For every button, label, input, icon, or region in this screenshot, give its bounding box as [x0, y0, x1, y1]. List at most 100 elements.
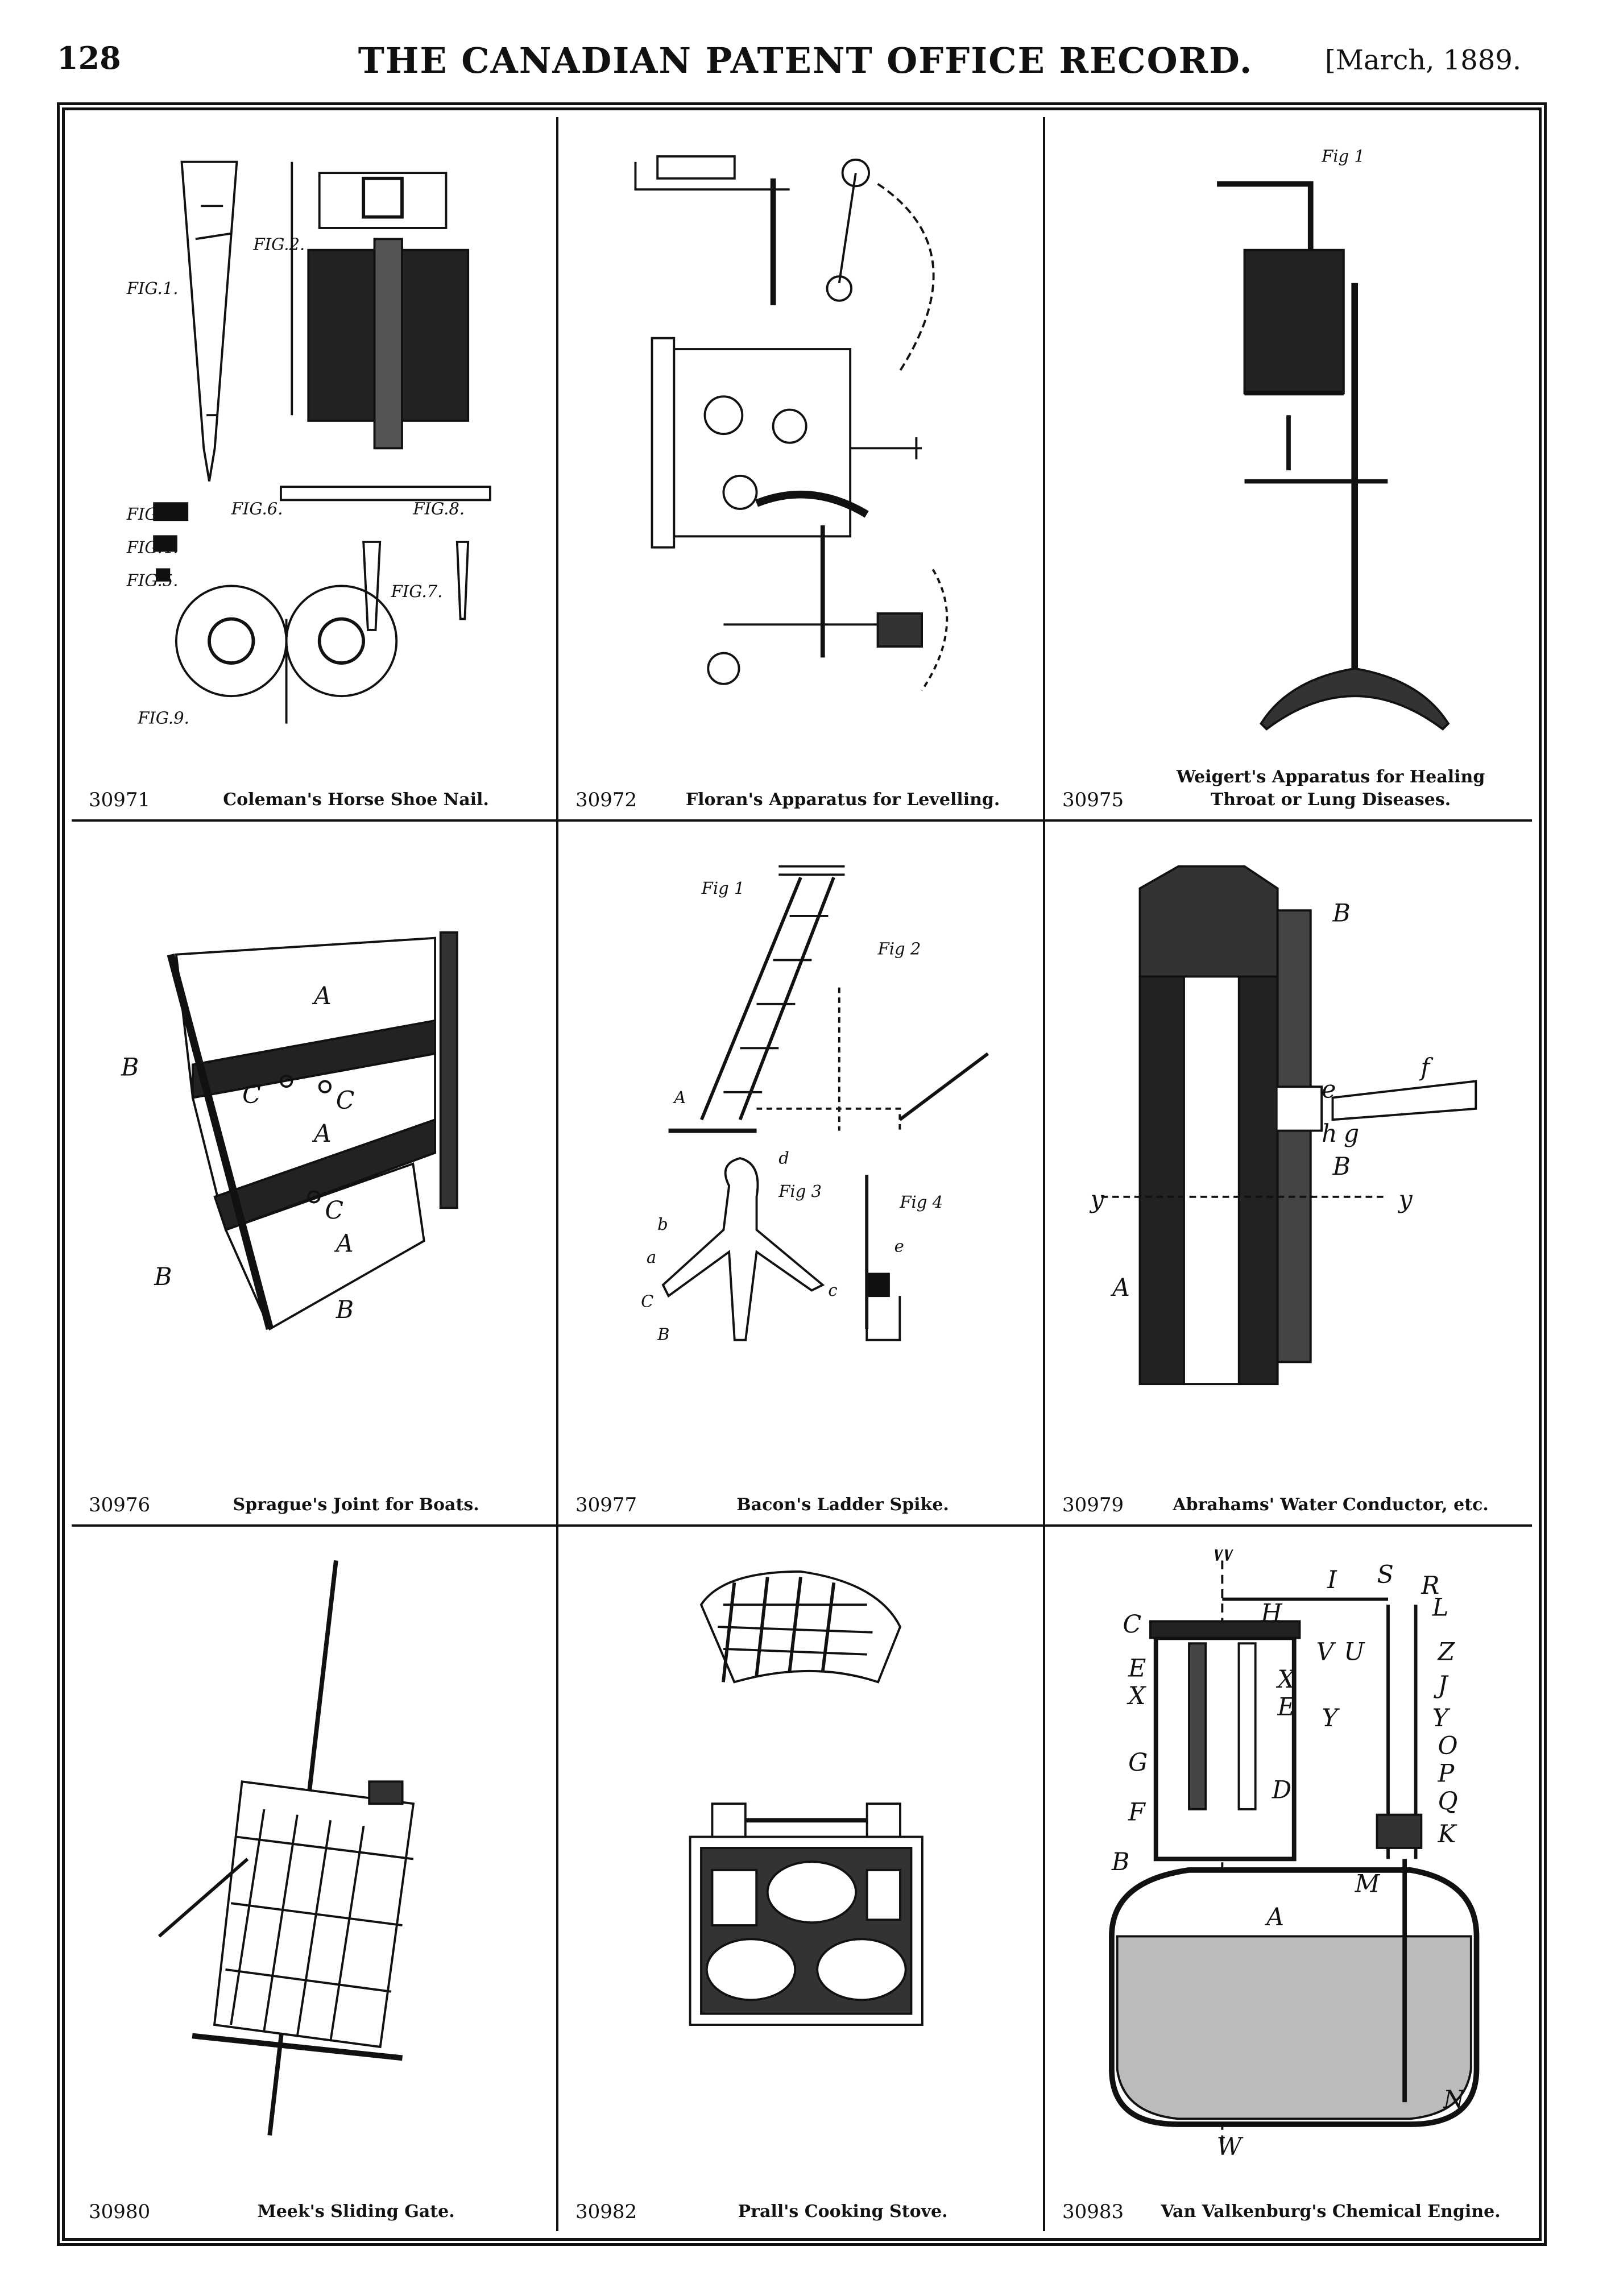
publication-title: THE CANADIAN PATENT OFFICE RECORD.	[358, 40, 1253, 81]
patent-cell: B B A f e h g y y 30979 Abrahams' Water …	[1045, 822, 1532, 1527]
fig-label: FIG.6.	[231, 499, 283, 519]
cooking-stove-drawing	[581, 1549, 1020, 2157]
fig-label: B	[657, 1325, 669, 1344]
fig-label: Fig 2	[877, 939, 921, 959]
fig-label: C	[641, 1292, 653, 1311]
fig-label: e	[894, 1237, 904, 1256]
patent-caption: 30983 Van Valkenburg's Chemical Engine.	[1062, 2161, 1515, 2223]
patent-cell: A A A B B B C C C 30976 Sprague's Joint …	[72, 822, 558, 1527]
fig-label: Fig 3	[778, 1182, 822, 1201]
fig-label: B	[1332, 900, 1350, 928]
fig-label: A	[1110, 1274, 1130, 1302]
fig-label: X	[1276, 1665, 1296, 1694]
patent-number: 30979	[1062, 1493, 1124, 1516]
patent-caption: 30971 Coleman's Horse Shoe Nail.	[89, 749, 539, 811]
chemical-engine-drawing: W W S R L H I C E E X X G F D	[1068, 1549, 1509, 2157]
fig-label: A	[312, 1120, 332, 1148]
fig-label: h	[1322, 1120, 1337, 1148]
fig-label: c	[828, 1280, 837, 1300]
fig-label: W	[1217, 2132, 1244, 2157]
fig-label: b	[657, 1215, 668, 1234]
fig-label: V	[1316, 1638, 1336, 1666]
fig-label: E	[1277, 1693, 1295, 1721]
fig-label: G	[1128, 1748, 1148, 1777]
fig-label: K	[1437, 1820, 1457, 1849]
horse-shoe-nail-drawing: FIG.1. FIG.2. FIG.3. FIG.4. FIG.5. FIG.6…	[94, 140, 533, 745]
patent-cell: W W S R L H I C E E X X G F D	[1045, 1527, 1532, 2231]
fig-label: FIG.5.	[126, 570, 179, 590]
patent-number: 30977	[575, 1493, 637, 1516]
fig-label: FIG.1.	[126, 279, 179, 298]
sliding-gate-drawing	[94, 1549, 533, 2157]
fig-label: C	[325, 1197, 343, 1225]
patent-cell: Fig 1 Fig 2 Fig 3 Fig 4 A B C a b c d e	[558, 822, 1045, 1527]
patent-cell: 30982 Prall's Cooking Stove.	[558, 1526, 1045, 2231]
patent-cell: 30980 Meek's Sliding Gate.	[72, 1526, 558, 2231]
fig-label: H	[1260, 1599, 1282, 1627]
fig-label: a	[647, 1248, 656, 1267]
patent-title: Meek's Sliding Gate.	[257, 2202, 455, 2222]
fig-label: L	[1432, 1593, 1448, 1622]
fig-label: f	[1419, 1054, 1434, 1082]
patent-caption: 30972 Floran's Apparatus for Levelling.	[575, 749, 1026, 811]
patent-caption: 30979 Abrahams' Water Conductor, etc.	[1062, 1454, 1515, 1516]
patent-caption: 30976 Sprague's Joint for Boats.	[89, 1454, 539, 1516]
fig-label: W	[1211, 1549, 1238, 1566]
patent-caption: 30982 Prall's Cooking Stove.	[575, 2161, 1026, 2223]
fig-label: C	[336, 1087, 355, 1115]
patent-cell: Fig 1 30975 Weigert's Apparatus for Heal…	[1045, 117, 1532, 822]
fig-label: I	[1327, 1566, 1337, 1594]
patent-number: 30983	[1062, 2200, 1124, 2223]
fig-label: D	[1272, 1776, 1291, 1804]
page-number: 128	[57, 40, 121, 76]
patent-number: 30976	[89, 1493, 151, 1516]
fig-label: y	[1398, 1186, 1413, 1215]
fig-label: B	[154, 1263, 172, 1291]
fig-label: d	[778, 1149, 789, 1168]
fig-label: B	[336, 1296, 354, 1324]
patent-grid: FIG.1. FIG.2. FIG.3. FIG.4. FIG.5. FIG.6…	[72, 117, 1532, 2231]
fig-label: y	[1089, 1186, 1104, 1215]
fig-label: Y	[1322, 1704, 1340, 1733]
patent-number: 30972	[575, 789, 637, 812]
fig-label: FIG.2.	[252, 235, 305, 254]
patent-number: 30971	[89, 789, 151, 812]
fig-label: Fig 1	[701, 878, 745, 898]
page-header: 128 THE CANADIAN PATENT OFFICE RECORD. […	[0, 0, 1611, 102]
issue-date: [March, 1889.	[1325, 44, 1522, 76]
patent-title: Bacon's Ladder Spike.	[736, 1494, 949, 1515]
ladder-spike-drawing: Fig 1 Fig 2 Fig 3 Fig 4 A B C a b c d e	[581, 844, 1020, 1450]
fig-label: O	[1438, 1731, 1457, 1760]
fig-label: Fig 4	[899, 1193, 943, 1212]
patent-title: Sprague's Joint for Boats.	[233, 1494, 479, 1515]
patent-caption: 30975 Weigert's Apparatus for Healing Th…	[1062, 749, 1515, 811]
fig-label: A	[672, 1088, 686, 1108]
patent-cell: FIG.1. FIG.2. FIG.3. FIG.4. FIG.5. FIG.6…	[72, 117, 558, 822]
fig-label: S	[1377, 1560, 1394, 1589]
patent-number: 30980	[89, 2200, 151, 2223]
fig-label: X	[1127, 1682, 1146, 1710]
fig-label: FIG.4.	[126, 537, 179, 557]
fig-label: g	[1344, 1120, 1359, 1148]
patent-title: Weigert's Apparatus for Healing Throat o…	[1176, 767, 1485, 810]
patent-title: Van Valkenburg's Chemical Engine.	[1161, 2202, 1501, 2222]
water-conductor-drawing: B B A f e h g y y	[1068, 844, 1509, 1450]
fig-label: Z	[1436, 1638, 1455, 1666]
fig-label: B	[1332, 1153, 1350, 1181]
fig-label: J	[1433, 1671, 1449, 1699]
throat-apparatus-drawing: Fig 1	[1068, 140, 1509, 745]
fig-label: FIG.9.	[137, 708, 189, 728]
plate-frame: FIG.1. FIG.2. FIG.3. FIG.4. FIG.5. FIG.6…	[57, 102, 1547, 2246]
fig-label: A	[334, 1230, 354, 1258]
fig-label: FIG.3.	[126, 504, 179, 524]
patent-caption: 30977 Bacon's Ladder Spike.	[575, 1454, 1026, 1516]
fig-label: P	[1437, 1759, 1455, 1788]
fig-label: U	[1344, 1638, 1365, 1666]
fig-label: M	[1355, 1870, 1381, 1898]
fig-label: Fig 1	[1321, 147, 1365, 166]
fig-label: A	[312, 982, 332, 1010]
boat-joint-drawing: A A A B B B C C C	[94, 844, 533, 1450]
fig-label: Q	[1438, 1787, 1457, 1816]
fig-label: B	[1111, 1847, 1129, 1876]
fig-label: N	[1443, 2086, 1465, 2114]
